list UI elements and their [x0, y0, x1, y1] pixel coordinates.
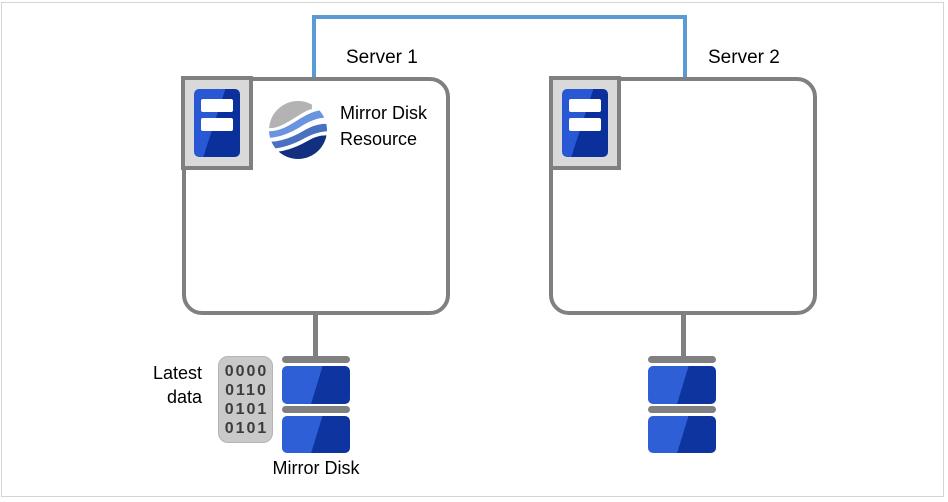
disk-unit — [648, 416, 716, 453]
mirror-disk-resource-logo-icon — [269, 101, 327, 159]
tower-slot — [569, 118, 601, 131]
binary-row: 0101 — [224, 419, 269, 437]
binary-data-icon: 0000 0110 0101 0101 — [218, 356, 273, 443]
binary-row: 0101 — [224, 400, 269, 418]
disk-platter-bar — [282, 356, 350, 363]
tower-slot — [569, 99, 601, 112]
server2-disk-connector — [681, 313, 686, 358]
mirror-disk-stack-icon — [282, 356, 350, 453]
binary-row: 0000 — [224, 362, 269, 380]
mirror-disk-stack-icon — [648, 356, 716, 453]
tower-slot — [201, 118, 233, 131]
server2-label: Server 2 — [708, 47, 780, 68]
server-interconnect-line — [312, 15, 687, 78]
server1-disk-connector — [313, 313, 318, 358]
tower-slot — [201, 99, 233, 112]
disk-unit — [648, 366, 716, 404]
disk-platter-bar — [648, 406, 716, 413]
latest-data-label: Latest data — [152, 363, 202, 407]
server-tower-icon — [181, 76, 253, 170]
disk-unit — [282, 416, 350, 453]
disk-platter-bar — [648, 356, 716, 363]
tower-body — [194, 89, 240, 157]
disk-unit — [282, 366, 350, 404]
mirror-disk-resource-label: Mirror Disk Resource — [340, 103, 427, 149]
disk-platter-bar — [282, 406, 350, 413]
binary-row: 0110 — [225, 381, 268, 399]
server-tower-icon — [549, 76, 621, 170]
tower-body — [562, 89, 608, 157]
mirror-disk-label: Mirror Disk — [272, 458, 360, 478]
server1-label: Server 1 — [346, 47, 418, 68]
